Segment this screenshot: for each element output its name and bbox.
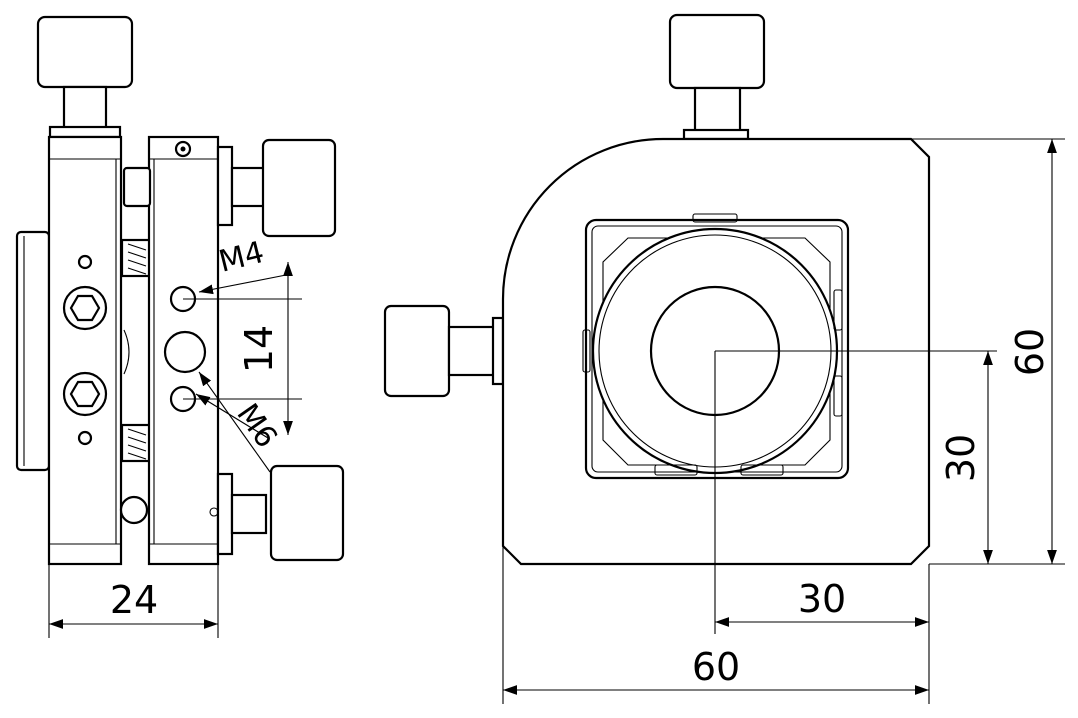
dimension-60-vertical: 60 (1008, 328, 1052, 376)
side-flange (15, 230, 51, 472)
hex-screw-icon (62, 285, 108, 331)
side-springs (119, 238, 152, 525)
front-height-dimension: 60 (911, 138, 1065, 564)
side-back-plate (147, 135, 220, 566)
callout-m6-label: M6 (229, 398, 283, 455)
side-top-knob (36, 15, 134, 139)
dimension-30-vertical: 30 (939, 434, 983, 482)
front-vertical-offset: 30 (929, 351, 1065, 565)
side-right-knob-lower (209, 464, 345, 562)
side-right-knob-upper (122, 138, 337, 238)
front-top-knob (668, 13, 766, 141)
front-horizontal-offset: 30 (715, 564, 930, 704)
dimension-24: 24 (110, 578, 158, 622)
dimension-30-horizontal: 30 (798, 577, 846, 621)
front-width-dimension: 60 (502, 546, 929, 704)
front-left-knob (383, 304, 505, 398)
callout-m4-label: M4 (215, 235, 267, 280)
dimension-14: 14 (237, 325, 281, 373)
side-view: 14 M4 M6 24 (15, 15, 345, 638)
dimension-60-horizontal: 60 (692, 645, 740, 689)
side-width-dimension: 24 (48, 564, 219, 638)
side-front-plate (47, 135, 123, 566)
pitch-dimension: 14 (183, 262, 302, 435)
front-view: 30 60 30 60 (383, 13, 1065, 704)
hex-screw-icon (62, 371, 108, 417)
